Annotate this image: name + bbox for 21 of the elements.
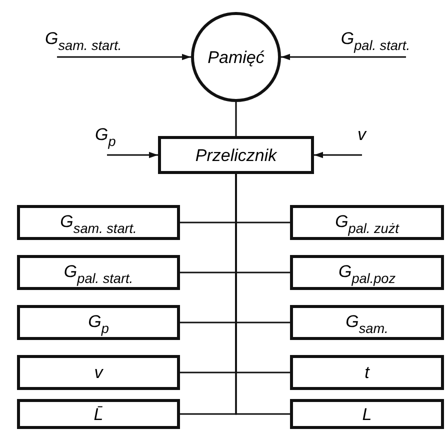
arrow: [281, 54, 406, 60]
input-label: v: [336, 126, 366, 155]
display-box: v: [17, 355, 180, 390]
input-label: G$_{sam. start.}$: [45, 30, 180, 57]
arrow: [107, 152, 158, 158]
display-box: G$_{p}$: [17, 305, 180, 340]
display-box: L̄: [17, 399, 180, 429]
display-box: G$_{pal. start.}$: [17, 255, 180, 290]
input-label: G$_{p}$: [95, 126, 129, 155]
display-box: L: [290, 399, 444, 429]
arrow: [57, 54, 191, 60]
display-box: G$_{pal.poz}$: [290, 255, 444, 290]
connector-line: [235, 174, 290, 415]
display-box: G$_{sam.}$: [290, 305, 444, 340]
display-box: G$_{pal. zużt}$: [290, 205, 444, 240]
connector-line: [235, 102, 237, 136]
converter-box: Przelicznik: [158, 136, 314, 174]
display-box: t: [290, 355, 444, 390]
arrow: [314, 152, 362, 158]
display-box: G$_{sam. start.}$: [17, 205, 180, 240]
input-label: G$_{pal. start.}$: [300, 30, 410, 57]
